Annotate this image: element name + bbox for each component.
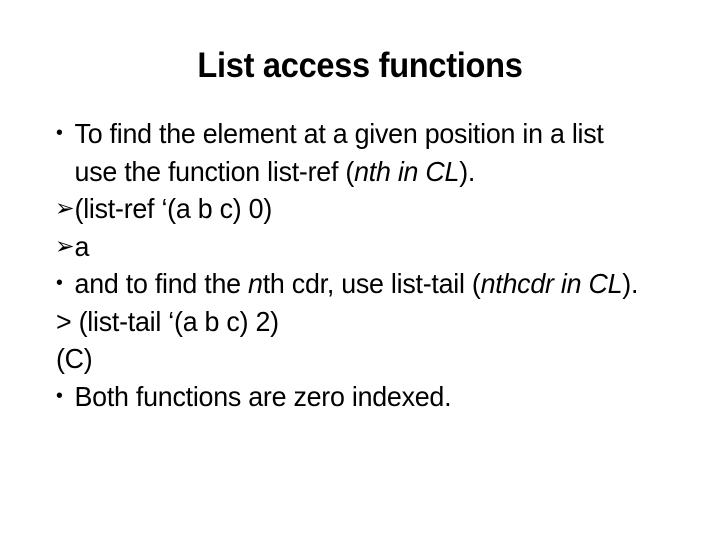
- paragraph-text-4: and to find the nth cdr, use list-tail (…: [75, 268, 639, 299]
- text-run: and to find the: [74, 268, 249, 299]
- code-result-line: (C): [56, 340, 651, 378]
- text-run: ).: [459, 155, 476, 187]
- text-run: th cdr, use list-tail (: [262, 268, 481, 299]
- text-run-italic: nth in CL: [354, 155, 460, 187]
- bullet-arrow-icon: ➢: [55, 195, 75, 222]
- list-item: • and to find the nth cdr, use list-tail …: [56, 265, 651, 303]
- list-item: • To find the element at a given position…: [56, 115, 651, 190]
- text-run-italic: n: [248, 268, 263, 299]
- bullet-dot-icon: •: [56, 384, 63, 407]
- paragraph-text-5: > (list-tail ‘(a b c) 2): [56, 305, 279, 337]
- paragraph-text-1: To find the element at a given position …: [75, 118, 604, 187]
- list-item: ➢a: [55, 228, 651, 266]
- bullet-dot-icon: •: [56, 122, 63, 144]
- paragraph-text-6: (C): [56, 343, 93, 374]
- text-run: To find the element at a given position …: [74, 118, 604, 187]
- bullet-dot-icon: •: [56, 272, 63, 294]
- list-item: • Both functions are zero indexed.: [56, 378, 651, 416]
- bullet-arrow-icon: ➢: [55, 232, 75, 260]
- paragraph-text-7: Both functions are zero indexed.: [74, 380, 452, 412]
- paragraph-text-2: (list-ref ‘(a b c) 0): [74, 193, 273, 224]
- paragraph-text-3: a: [74, 230, 90, 262]
- text-run-italic: nthcdr in CL: [480, 268, 623, 299]
- code-prompt-line: > (list-tail ‘(a b c) 2): [56, 303, 651, 341]
- text-run: ).: [622, 268, 639, 299]
- page-title: List access functions: [197, 46, 523, 85]
- slide-body: • To find the element at a given position…: [55, 115, 666, 416]
- list-item: ➢(list-ref ‘(a b c) 0): [55, 190, 651, 228]
